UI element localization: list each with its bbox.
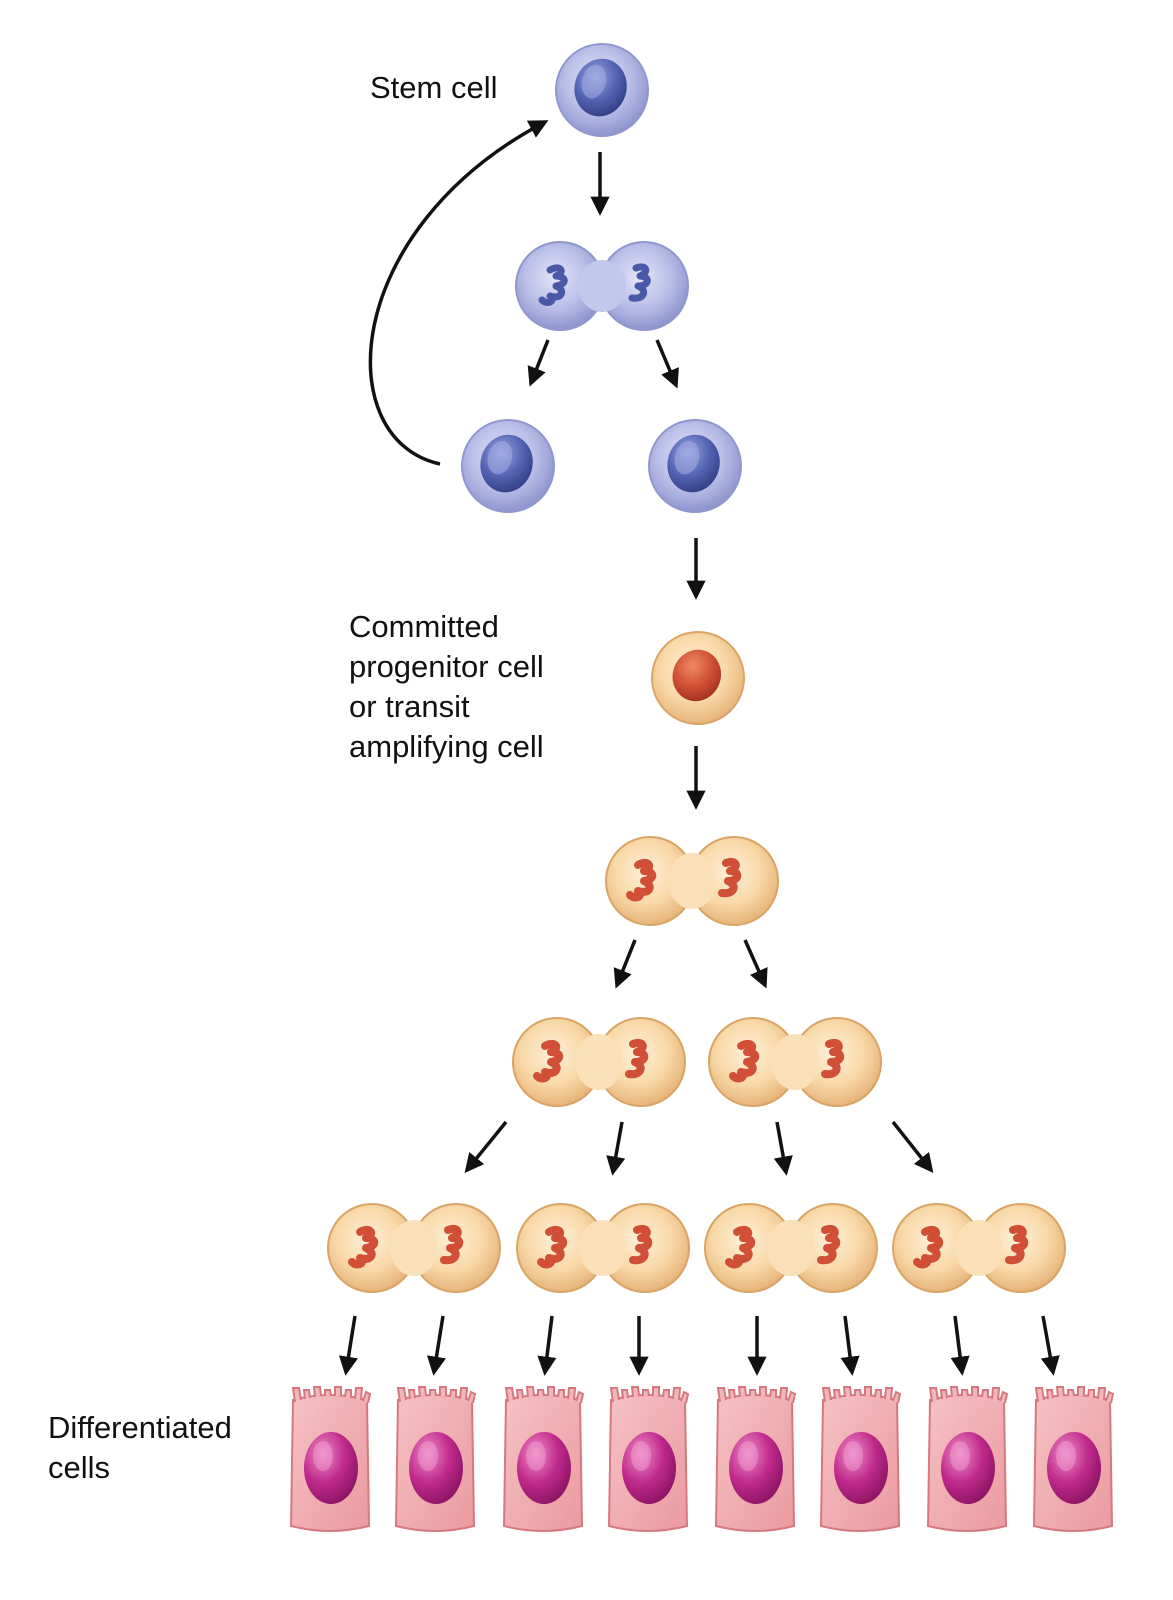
- differentiated-cell: [608, 1386, 689, 1532]
- differentiated-cells-label: Differentiated cells: [48, 1410, 232, 1485]
- arrow-level2-3: [773, 1121, 793, 1176]
- differentiated-cell: [290, 1386, 371, 1532]
- differentiated-cell: [820, 1386, 901, 1532]
- stem-cell-label: Stem cell: [370, 70, 498, 105]
- differentiated-cell: [927, 1386, 1008, 1532]
- arrow-to-daughter-left: [527, 339, 550, 387]
- dividing-progenitor-cell: [517, 1204, 689, 1292]
- differentiated-cell: [1033, 1386, 1114, 1532]
- daughter-stem-cell-left: [461, 419, 555, 513]
- self-renewal-arrow: [368, 120, 549, 466]
- dividing-progenitor-cell: [893, 1204, 1065, 1292]
- dividing-progenitor-cell: [606, 837, 778, 925]
- arrow-to-differentiated: [537, 1315, 557, 1376]
- arrow-to-differentiated: [950, 1315, 970, 1376]
- dividing-progenitor-cell: [328, 1204, 500, 1292]
- dividing-progenitor-cell: [705, 1204, 877, 1292]
- progenitor-cell: [651, 631, 745, 725]
- differentiated-cell: [715, 1386, 796, 1532]
- arrow-to-differentiated: [1040, 1315, 1060, 1376]
- dividing-progenitor-cell: [709, 1018, 881, 1106]
- differentiated-cell: [503, 1386, 584, 1532]
- arrow-level2-4: [891, 1120, 934, 1174]
- daughter-stem-cell-right: [648, 419, 742, 513]
- differentiated-cell: [395, 1386, 476, 1532]
- progenitor-cell-label: Committed progenitor cell or transit amp…: [349, 609, 544, 764]
- dividing-stem-cell: [516, 242, 688, 330]
- stem-cell: [555, 43, 649, 137]
- arrow-level2-2: [606, 1121, 626, 1176]
- arrow-level1-left: [613, 939, 637, 989]
- arrow-to-differentiated: [426, 1315, 446, 1376]
- arrow-to-daughter-right: [655, 339, 679, 389]
- arrow-to-differentiated: [338, 1315, 358, 1376]
- dividing-progenitor-cell: [513, 1018, 685, 1106]
- arrow-level1-right: [743, 939, 768, 989]
- arrow-to-differentiated: [840, 1315, 860, 1376]
- arrow-level2-1: [464, 1120, 508, 1173]
